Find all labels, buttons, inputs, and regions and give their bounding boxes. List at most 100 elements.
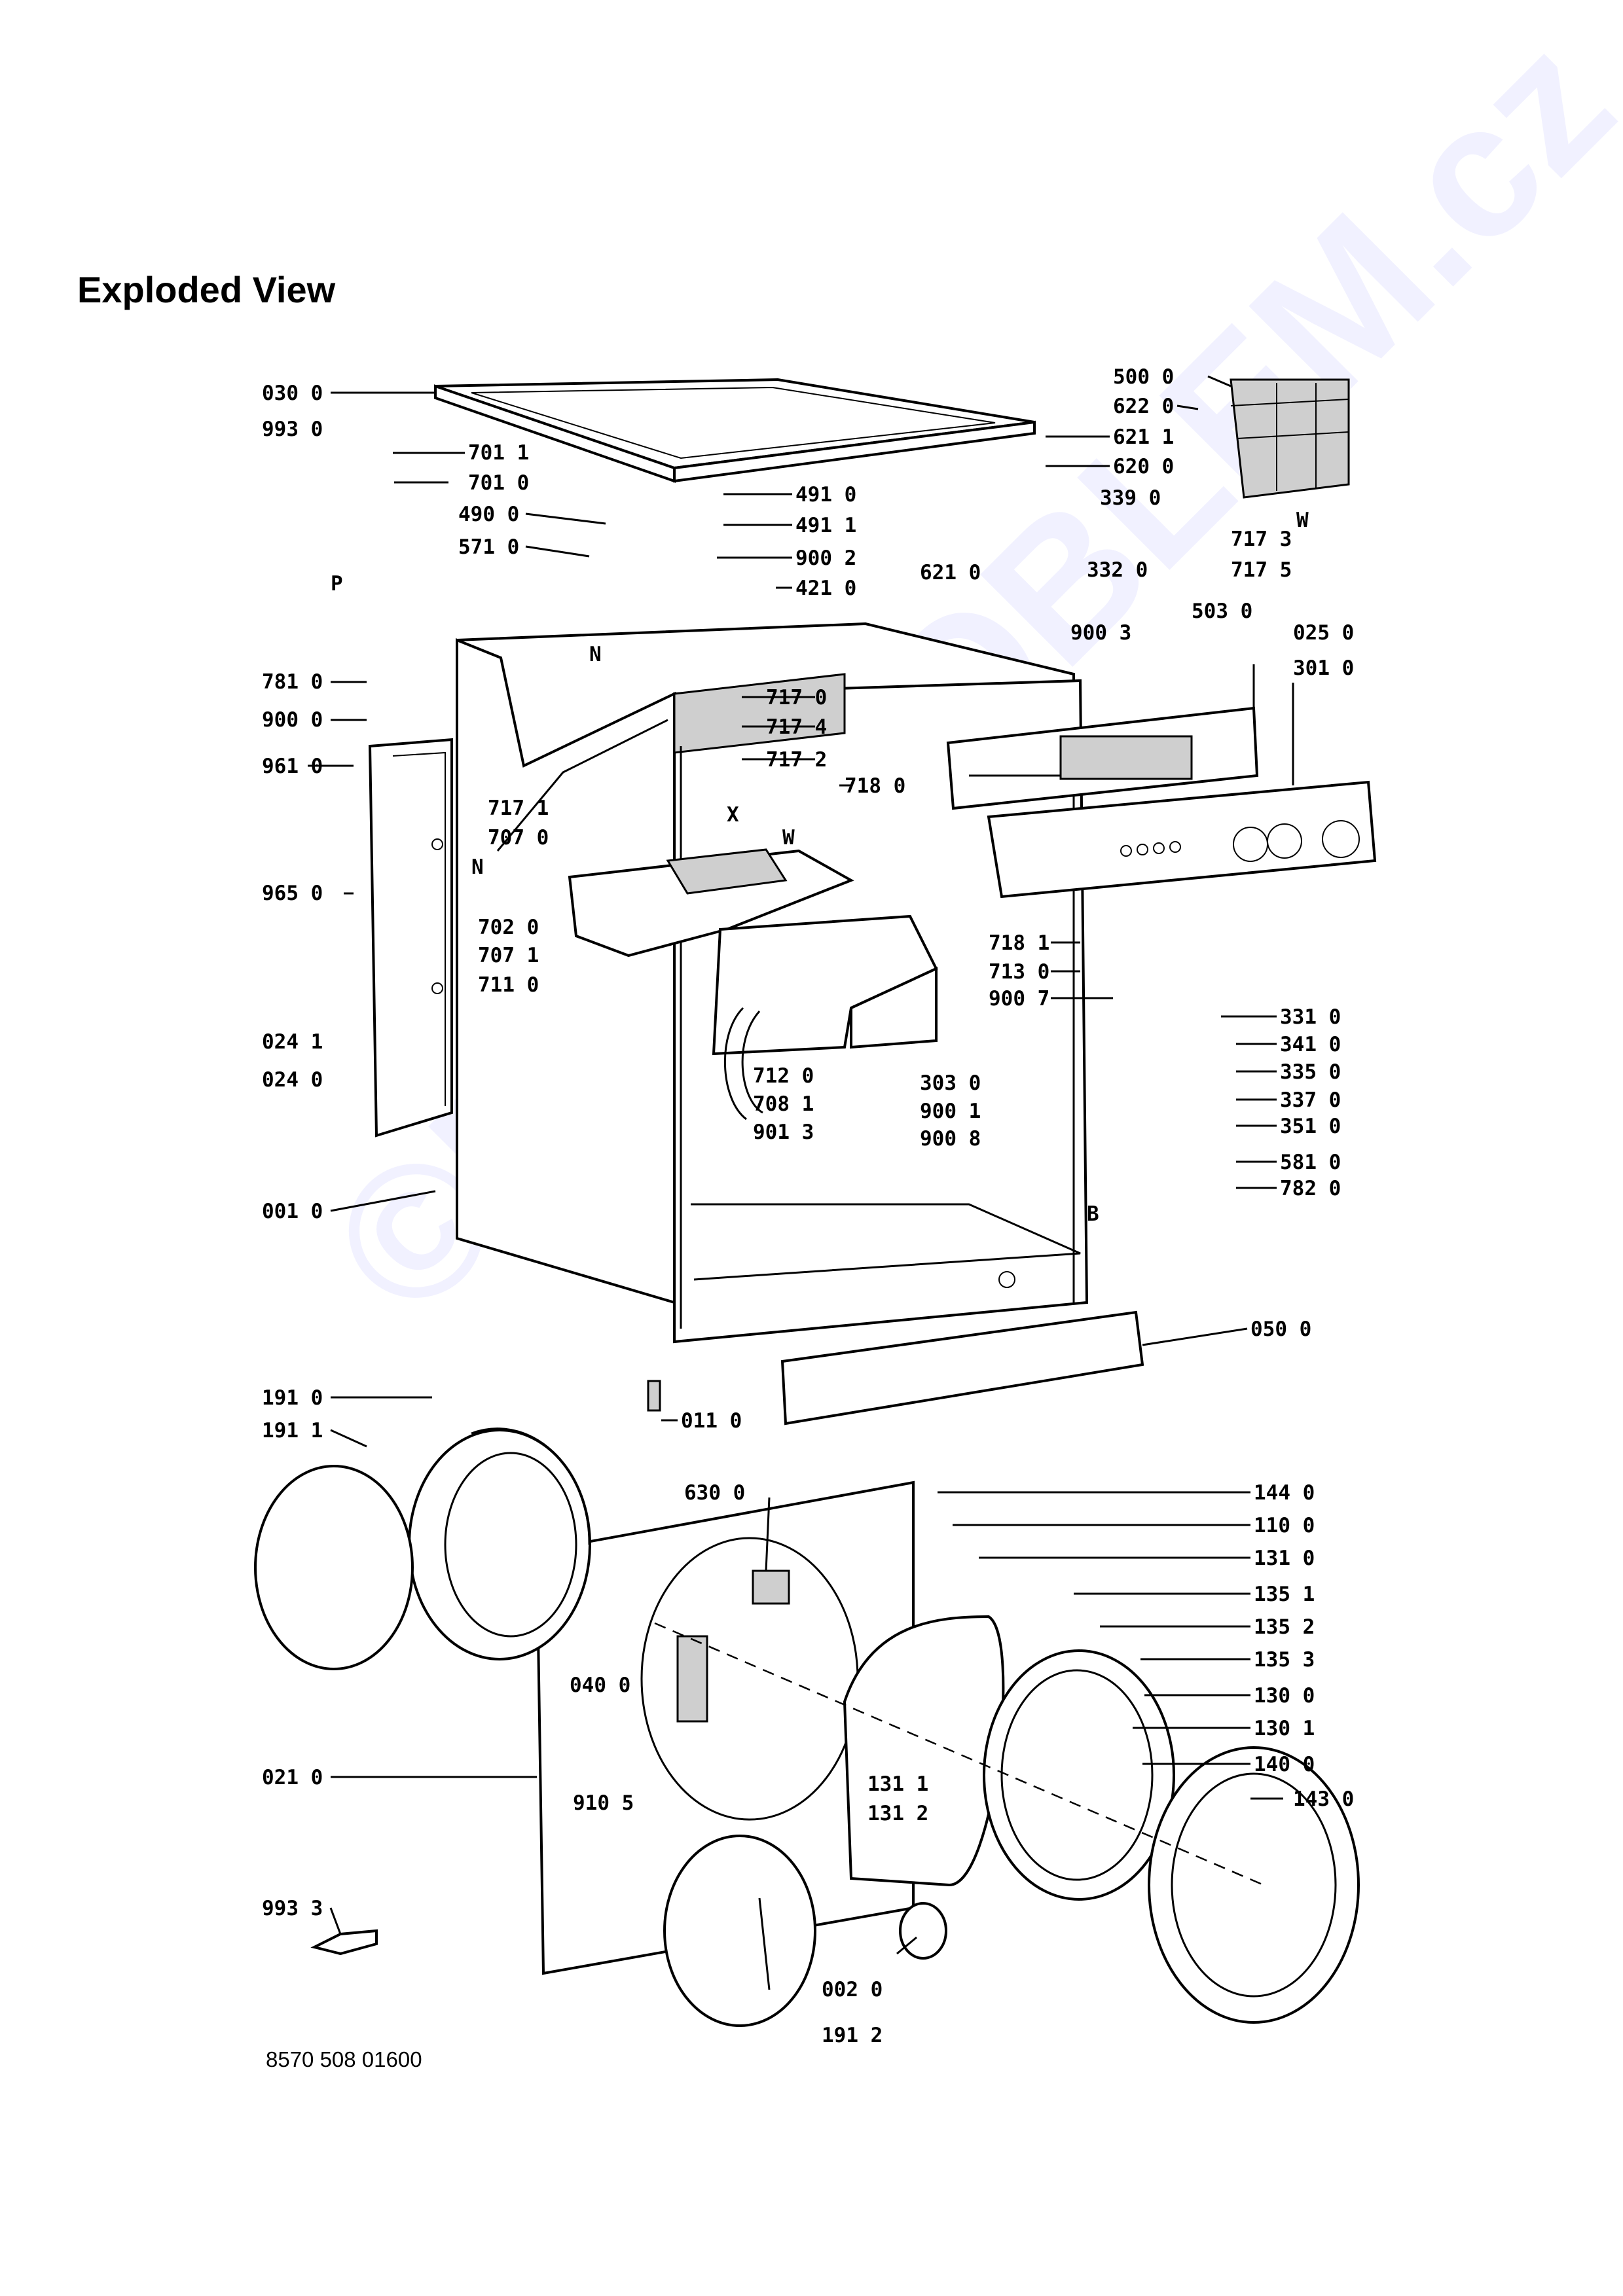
callout-717-4: 717 4: [766, 715, 827, 739]
callout-713-0: 713 0: [989, 960, 1049, 984]
callout-050-0: 050 0: [1250, 1318, 1311, 1341]
callout-900-3: 900 3: [1070, 621, 1131, 645]
callout-900-8: 900 8: [920, 1127, 981, 1151]
callout-110-0: 110 0: [1254, 1514, 1315, 1537]
callout-025-0: 025 0: [1293, 621, 1354, 645]
callout-337-0: 337 0: [1280, 1088, 1341, 1112]
callout-781-0: 781 0: [262, 670, 323, 694]
callout-718-0: 718 0: [845, 774, 905, 798]
callout-702-0: 702 0: [478, 916, 539, 939]
callout-708-1: 708 1: [753, 1092, 814, 1116]
callout-191-2: 191 2: [822, 2024, 883, 2047]
letter-w-mid: W: [782, 826, 795, 850]
callout-130-1: 130 1: [1254, 1717, 1315, 1740]
callout-331-0: 331 0: [1280, 1005, 1341, 1029]
callout-002-0: 002 0: [822, 1978, 883, 2001]
callout-622-0: 622 0: [1113, 395, 1174, 418]
callout-335-0: 335 0: [1280, 1060, 1341, 1084]
callout-135-3: 135 3: [1254, 1648, 1315, 1672]
letter-b: B: [1087, 1202, 1099, 1226]
callout-581-0: 581 0: [1280, 1151, 1341, 1174]
callout-144-0: 144 0: [1254, 1481, 1315, 1505]
callout-135-2: 135 2: [1254, 1615, 1315, 1639]
callout-900-0: 900 0: [262, 708, 323, 732]
letter-n-top: N: [589, 643, 602, 666]
page-title: Exploded View: [77, 269, 336, 310]
callout-191-1: 191 1: [262, 1419, 323, 1443]
callout-900-1: 900 1: [920, 1100, 981, 1123]
drain-hose: [723, 1007, 763, 1121]
callout-782-0: 782 0: [1280, 1177, 1341, 1200]
callout-130-0: 130 0: [1254, 1684, 1315, 1708]
electronic-module: [1230, 378, 1350, 499]
callout-717-5: 717 5: [1231, 558, 1292, 582]
callout-571-0: 571 0: [458, 535, 519, 559]
callout-621-0: 621 0: [920, 561, 981, 584]
callout-490-0: 490 0: [458, 503, 519, 526]
callout-135-1: 135 1: [1254, 1583, 1315, 1606]
callout-717-2: 717 2: [766, 748, 827, 772]
letter-n-mid: N: [471, 855, 484, 879]
callout-717-0: 717 0: [766, 686, 827, 709]
callout-191-0: 191 0: [262, 1386, 323, 1410]
callout-965-0: 965 0: [262, 882, 323, 905]
callout-500-0: 500 0: [1113, 365, 1174, 389]
top-lid: [434, 378, 1036, 483]
callout-024-0: 024 0: [262, 1068, 323, 1092]
callout-131-2: 131 2: [867, 1802, 928, 1825]
callout-900-7: 900 7: [989, 987, 1049, 1011]
control-panel: [946, 706, 1377, 899]
callout-993-3: 993 3: [262, 1897, 323, 1920]
callout-301-0: 301 0: [1293, 656, 1354, 680]
callout-040-0: 040 0: [570, 1674, 630, 1697]
callout-718-1: 718 1: [989, 931, 1049, 955]
cabinet-body: [456, 622, 1089, 1344]
callout-140-0: 140 0: [1254, 1753, 1315, 1776]
callout-621-1: 621 1: [1113, 425, 1174, 449]
callout-011-0: 011 0: [681, 1409, 742, 1433]
callout-332-0: 332 0: [1087, 558, 1148, 582]
callout-021-0: 021 0: [262, 1766, 323, 1789]
callout-351-0: 351 0: [1280, 1115, 1341, 1138]
callout-712-0: 712 0: [753, 1064, 814, 1088]
callout-901-3: 901 3: [753, 1121, 814, 1144]
callout-630-0: 630 0: [684, 1481, 745, 1505]
callout-961-0: 961 0: [262, 755, 323, 778]
callout-701-0: 701 0: [468, 471, 529, 495]
feet-and-tools: [310, 1380, 661, 1956]
letter-x: X: [727, 803, 739, 827]
callout-707-0: 707 0: [488, 826, 549, 850]
callout-491-1: 491 1: [795, 514, 856, 537]
callout-717-3: 717 3: [1231, 528, 1292, 551]
callout-339-0: 339 0: [1100, 486, 1161, 510]
callout-001-0: 001 0: [262, 1200, 323, 1223]
callout-910-5: 910 5: [573, 1791, 634, 1815]
callout-993-0: 993 0: [262, 418, 323, 441]
callout-303-0: 303 0: [920, 1071, 981, 1095]
callout-030-0: 030 0: [262, 382, 323, 405]
letter-w-top: W: [1296, 509, 1309, 532]
callout-341-0: 341 0: [1280, 1033, 1341, 1056]
callout-labels: 030 0 993 0 701 1 701 0 490 0 491 0 491 …: [262, 365, 1354, 2047]
callout-024-1: 024 1: [262, 1030, 323, 1054]
callout-701-1: 701 1: [468, 441, 529, 465]
callout-620-0: 620 0: [1113, 455, 1174, 478]
callout-717-1: 717 1: [488, 797, 549, 820]
reference-letters: P N W X W N B: [331, 509, 1309, 1226]
callout-711-0: 711 0: [478, 973, 539, 997]
back-panel: [368, 738, 453, 1138]
plinth-strip: [780, 1310, 1144, 1426]
letter-p: P: [331, 572, 343, 596]
detergent-dispenser: [568, 848, 938, 1056]
callout-131-0: 131 0: [1254, 1547, 1315, 1570]
leader-lines: [308, 375, 1294, 1990]
callout-143-0: 143 0: [1293, 1787, 1354, 1811]
callout-491-0: 491 0: [795, 483, 856, 507]
callout-421-0: 421 0: [795, 577, 856, 600]
document-number: 8570 508 01600: [266, 2047, 422, 2072]
callout-503-0: 503 0: [1192, 600, 1252, 623]
callout-131-1: 131 1: [867, 1772, 928, 1796]
door-gasket: [254, 1427, 591, 1670]
door-assembly: [654, 1615, 1360, 2027]
